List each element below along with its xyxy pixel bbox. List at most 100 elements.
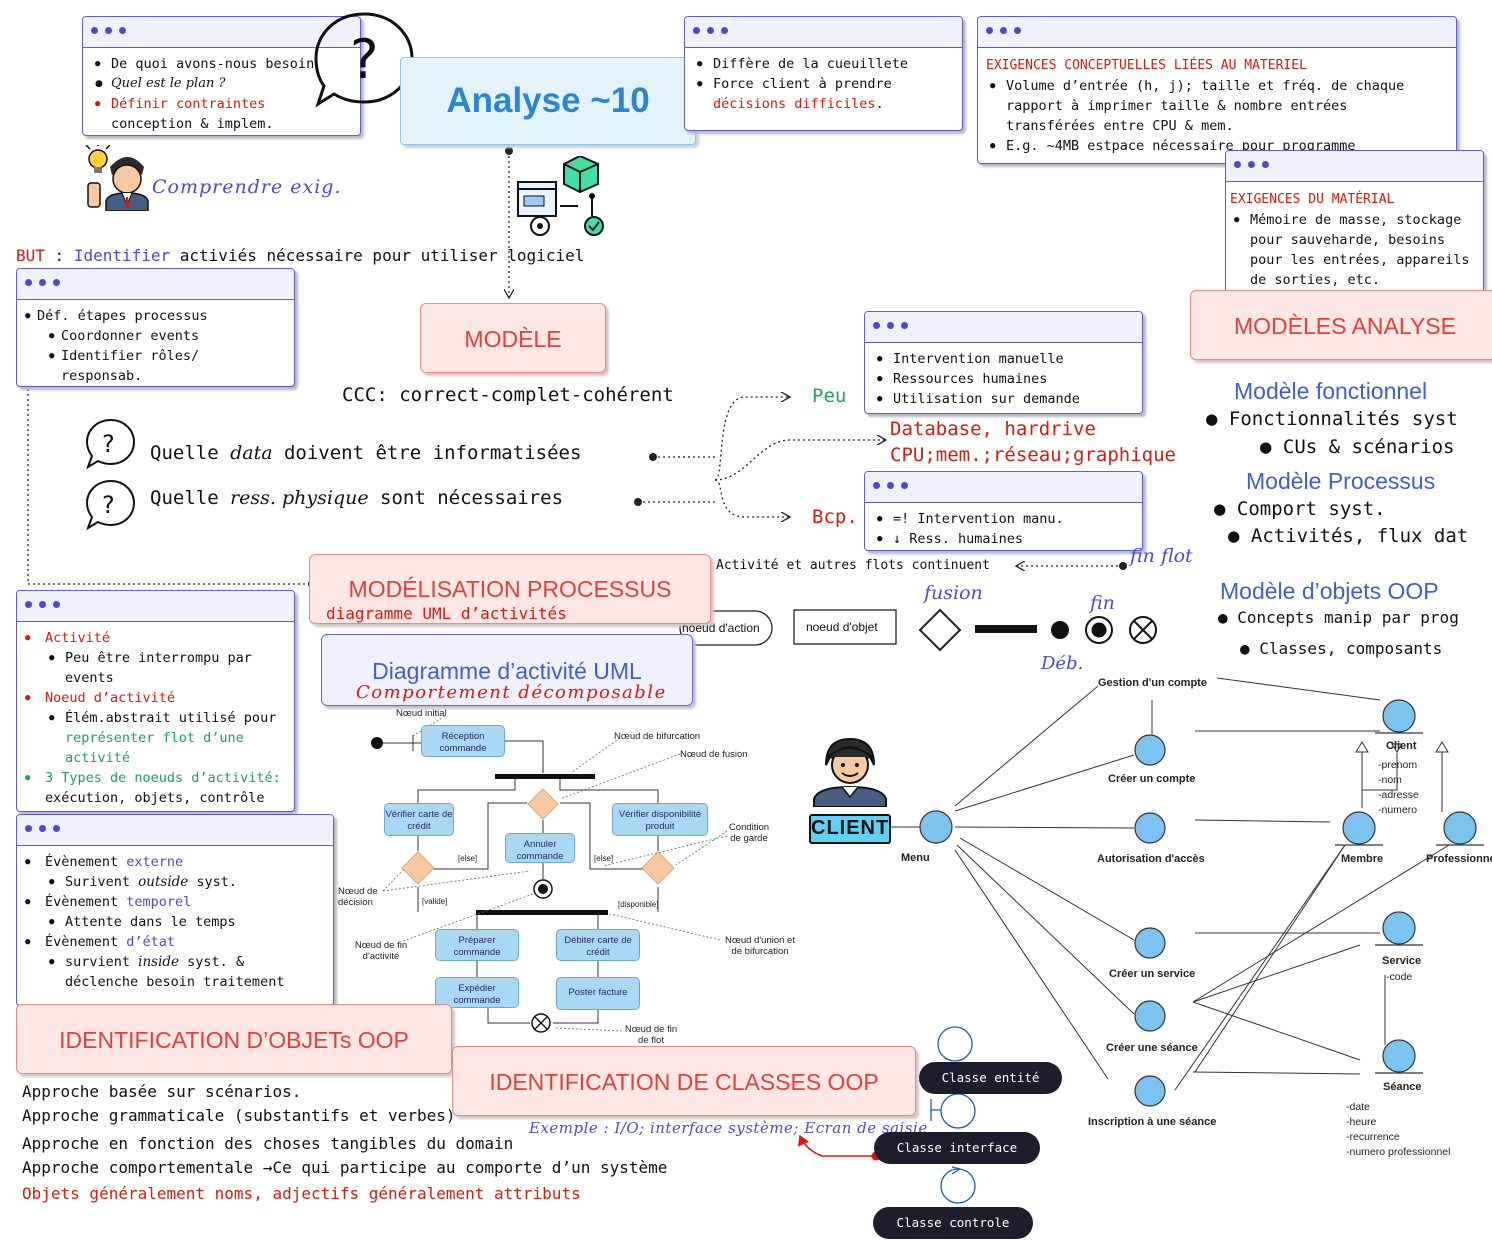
etapes-processus-card: Déf. étapes processus Coordonner events … <box>16 268 295 387</box>
identification-classes-label: IDENTIFICATION DE CLASSES OOP <box>489 1069 879 1095</box>
thinking-person-icon <box>85 145 149 211</box>
bifurcation-label: Nœud de bifurcation <box>614 731 701 742</box>
bcp-item: =! Intervention manu. <box>873 509 1134 529</box>
client-attrs: -prenom-nom -adresse-numero <box>1378 759 1419 816</box>
window-bar <box>978 17 1456 48</box>
noeud-activite-item: Noeud d’activité <box>21 688 286 708</box>
valide-label: [valide] <box>422 897 448 906</box>
page-title: Analyse ~10 <box>446 81 650 120</box>
objets-note: Objets généralement noms, adjectifs géné… <box>22 1184 581 1203</box>
activite-sub: Peu être interrompu par events <box>21 648 265 688</box>
evenement-externe: Évènement externe <box>21 852 325 872</box>
types-noeuds-cont: exécution, objets, contrôle <box>45 790 265 806</box>
else-label: [else] <box>458 854 478 863</box>
preparer-node: Préparer commande <box>435 929 519 961</box>
evenement-etat: Évènement d’état <box>21 932 325 952</box>
diagramme-title: Diagramme d’activité UML <box>372 658 642 684</box>
window-bar <box>685 17 962 48</box>
seance-attrs: -date-heure -recurrence-numero professio… <box>1346 1101 1451 1158</box>
creer-service-label: Créer un service <box>1109 968 1196 980</box>
exemple-text: Exemple : I/O; interface système; Ecran … <box>529 1119 928 1137</box>
ccc-text: CCC: correct-complet-cohérent <box>342 384 674 406</box>
peu-item: Ressources humaines <box>873 369 1134 389</box>
exigences-conceptuelles-header: EXIGENCES CONCEPTUELLES LIÉES AU MATERIE… <box>986 58 1307 73</box>
but-verb: Identifier <box>73 246 171 265</box>
window-bar <box>17 591 294 622</box>
question-bubble-icon: ? <box>314 12 414 108</box>
window-bar <box>17 269 294 300</box>
window-bar <box>865 312 1142 343</box>
window-bar <box>1226 151 1483 182</box>
evenement-externe-sub: Surivent outside syst. <box>21 872 325 892</box>
modeles-analyse-box: MODÈLES ANALYSE <box>1190 290 1492 360</box>
modele-processus-title: Modèle Processus <box>1246 468 1436 494</box>
verifier-dispo-node: Vérifier disponibilité produit <box>612 803 708 836</box>
needs-card: De quoi avons-nous besoin Quel est le pl… <box>82 16 361 136</box>
client-badge-label: CLIENT <box>811 817 890 839</box>
client-badge: CLIENT <box>809 814 891 844</box>
modelisation-sub: diagramme UML d’activités <box>326 604 567 623</box>
fusion-label: fusion <box>924 582 983 604</box>
question-icon: ? <box>85 479 136 530</box>
peu-card: Intervention manuelle Ressources humaine… <box>864 311 1143 414</box>
analyse-title-box: Analyse ~10 <box>400 57 696 145</box>
client-class-label: Client <box>1386 740 1417 752</box>
peu-item: Intervention manuelle <box>873 349 1134 369</box>
decisions-item: décisions difficiles. <box>713 96 884 112</box>
types-noeuds-item: 3 Types de noeuds d’activité: <box>21 768 286 788</box>
fin-flot-node-label: Nœud de fin de flot <box>624 1024 678 1046</box>
exigences-materiel-card: EXIGENCES DU MATÉRIAL Mémoire de masse, … <box>1225 150 1484 298</box>
flots-text: Activité et autres flots continuent <box>716 558 990 573</box>
but-label: BUT <box>16 246 45 265</box>
identification-objets-label: IDENTIFICATION D’OBJETs OOP <box>59 1027 409 1053</box>
bcp-label: Bcp. <box>812 506 858 528</box>
approche-grammaticale: Approche grammaticale (substantifs et ve… <box>22 1106 456 1125</box>
question-data-text: Quelle data doivent être informatisées <box>150 442 582 464</box>
bcp-item: ↓ Ress. humaines <box>873 529 1134 549</box>
modele-objets-sub: ● Classes, composants <box>1240 639 1443 658</box>
expedier-node: Expédier commande <box>435 977 519 1008</box>
gestion-label: Gestion d'un compte <box>1098 677 1207 689</box>
autorisation-label: Autorisation d'accès <box>1097 853 1205 865</box>
disponible-label: [disponible] <box>618 900 659 909</box>
modele-objets-item: ● Concepts manip par prog <box>1218 608 1459 627</box>
roles-item: Identifier rôles/ responsab. <box>21 346 261 386</box>
but-sep: : <box>44 246 74 265</box>
approche-comportementale: Approche comportementale →Ce qui partici… <box>22 1158 668 1177</box>
uml-activity-lines <box>371 735 675 1033</box>
service-label: Service <box>1382 955 1422 967</box>
reception-node: Réception commande <box>421 725 505 757</box>
else-label: [else] <box>594 854 614 863</box>
analyse-to-modele-arrow <box>505 147 513 298</box>
classe-entite-pill: Classe entité <box>919 1062 1062 1094</box>
uml-symbols-row <box>679 608 1157 652</box>
modelisation-processus-box: MODÉLISATION PROCESSUS diagramme UML d’a… <box>309 554 711 624</box>
condition-garde-label: Condition de garde <box>728 822 770 844</box>
inscription-label: Inscription à une séance <box>1088 1116 1217 1128</box>
window-bar <box>83 17 360 48</box>
svg-text:?: ? <box>102 430 115 458</box>
membre-label: Membre <box>1341 853 1384 865</box>
evenement-temporel: Évènement temporel <box>21 892 325 912</box>
modele-processus-sub: ● Activités, flux dat <box>1228 525 1469 547</box>
modele-processus-item: ● Comport syst. <box>1214 498 1386 520</box>
identification-classes-box: IDENTIFICATION DE CLASSES OOP <box>452 1046 916 1116</box>
coordonner-item: Coordonner events <box>21 326 286 346</box>
evenement-etat-sub: survient inside syst. & déclenche besoin… <box>21 952 315 992</box>
svg-text:?: ? <box>350 28 379 91</box>
approche-tangibles: Approche en fonction des choses tangible… <box>22 1134 514 1153</box>
exigences-materiel-header: EXIGENCES DU MATÉRIAL <box>1230 192 1395 207</box>
professionnel-label: Professionnel <box>1426 853 1492 865</box>
noeud-action-label: noeud d'action <box>682 621 760 635</box>
fusion-node-label: Nœud de fusion <box>680 749 748 760</box>
modelisation-title: MODÉLISATION PROCESSUS <box>348 576 672 602</box>
peu-item: Utilisation sur demande <box>873 389 1134 409</box>
memoire-item: Mémoire de masse, stockage pour sauvehar… <box>1230 210 1476 290</box>
activite-item: Activité <box>21 628 286 648</box>
but-line: BUT : Identifier activiés nécessaire pou… <box>16 246 584 265</box>
menu-label: Menu <box>901 852 930 864</box>
client-avatar-icon <box>813 737 887 807</box>
classe-interface-pill: Classe interface <box>874 1132 1040 1164</box>
but-rest: activiés nécessaire pour utiliser logici… <box>170 246 585 265</box>
questions-brace <box>634 397 886 517</box>
